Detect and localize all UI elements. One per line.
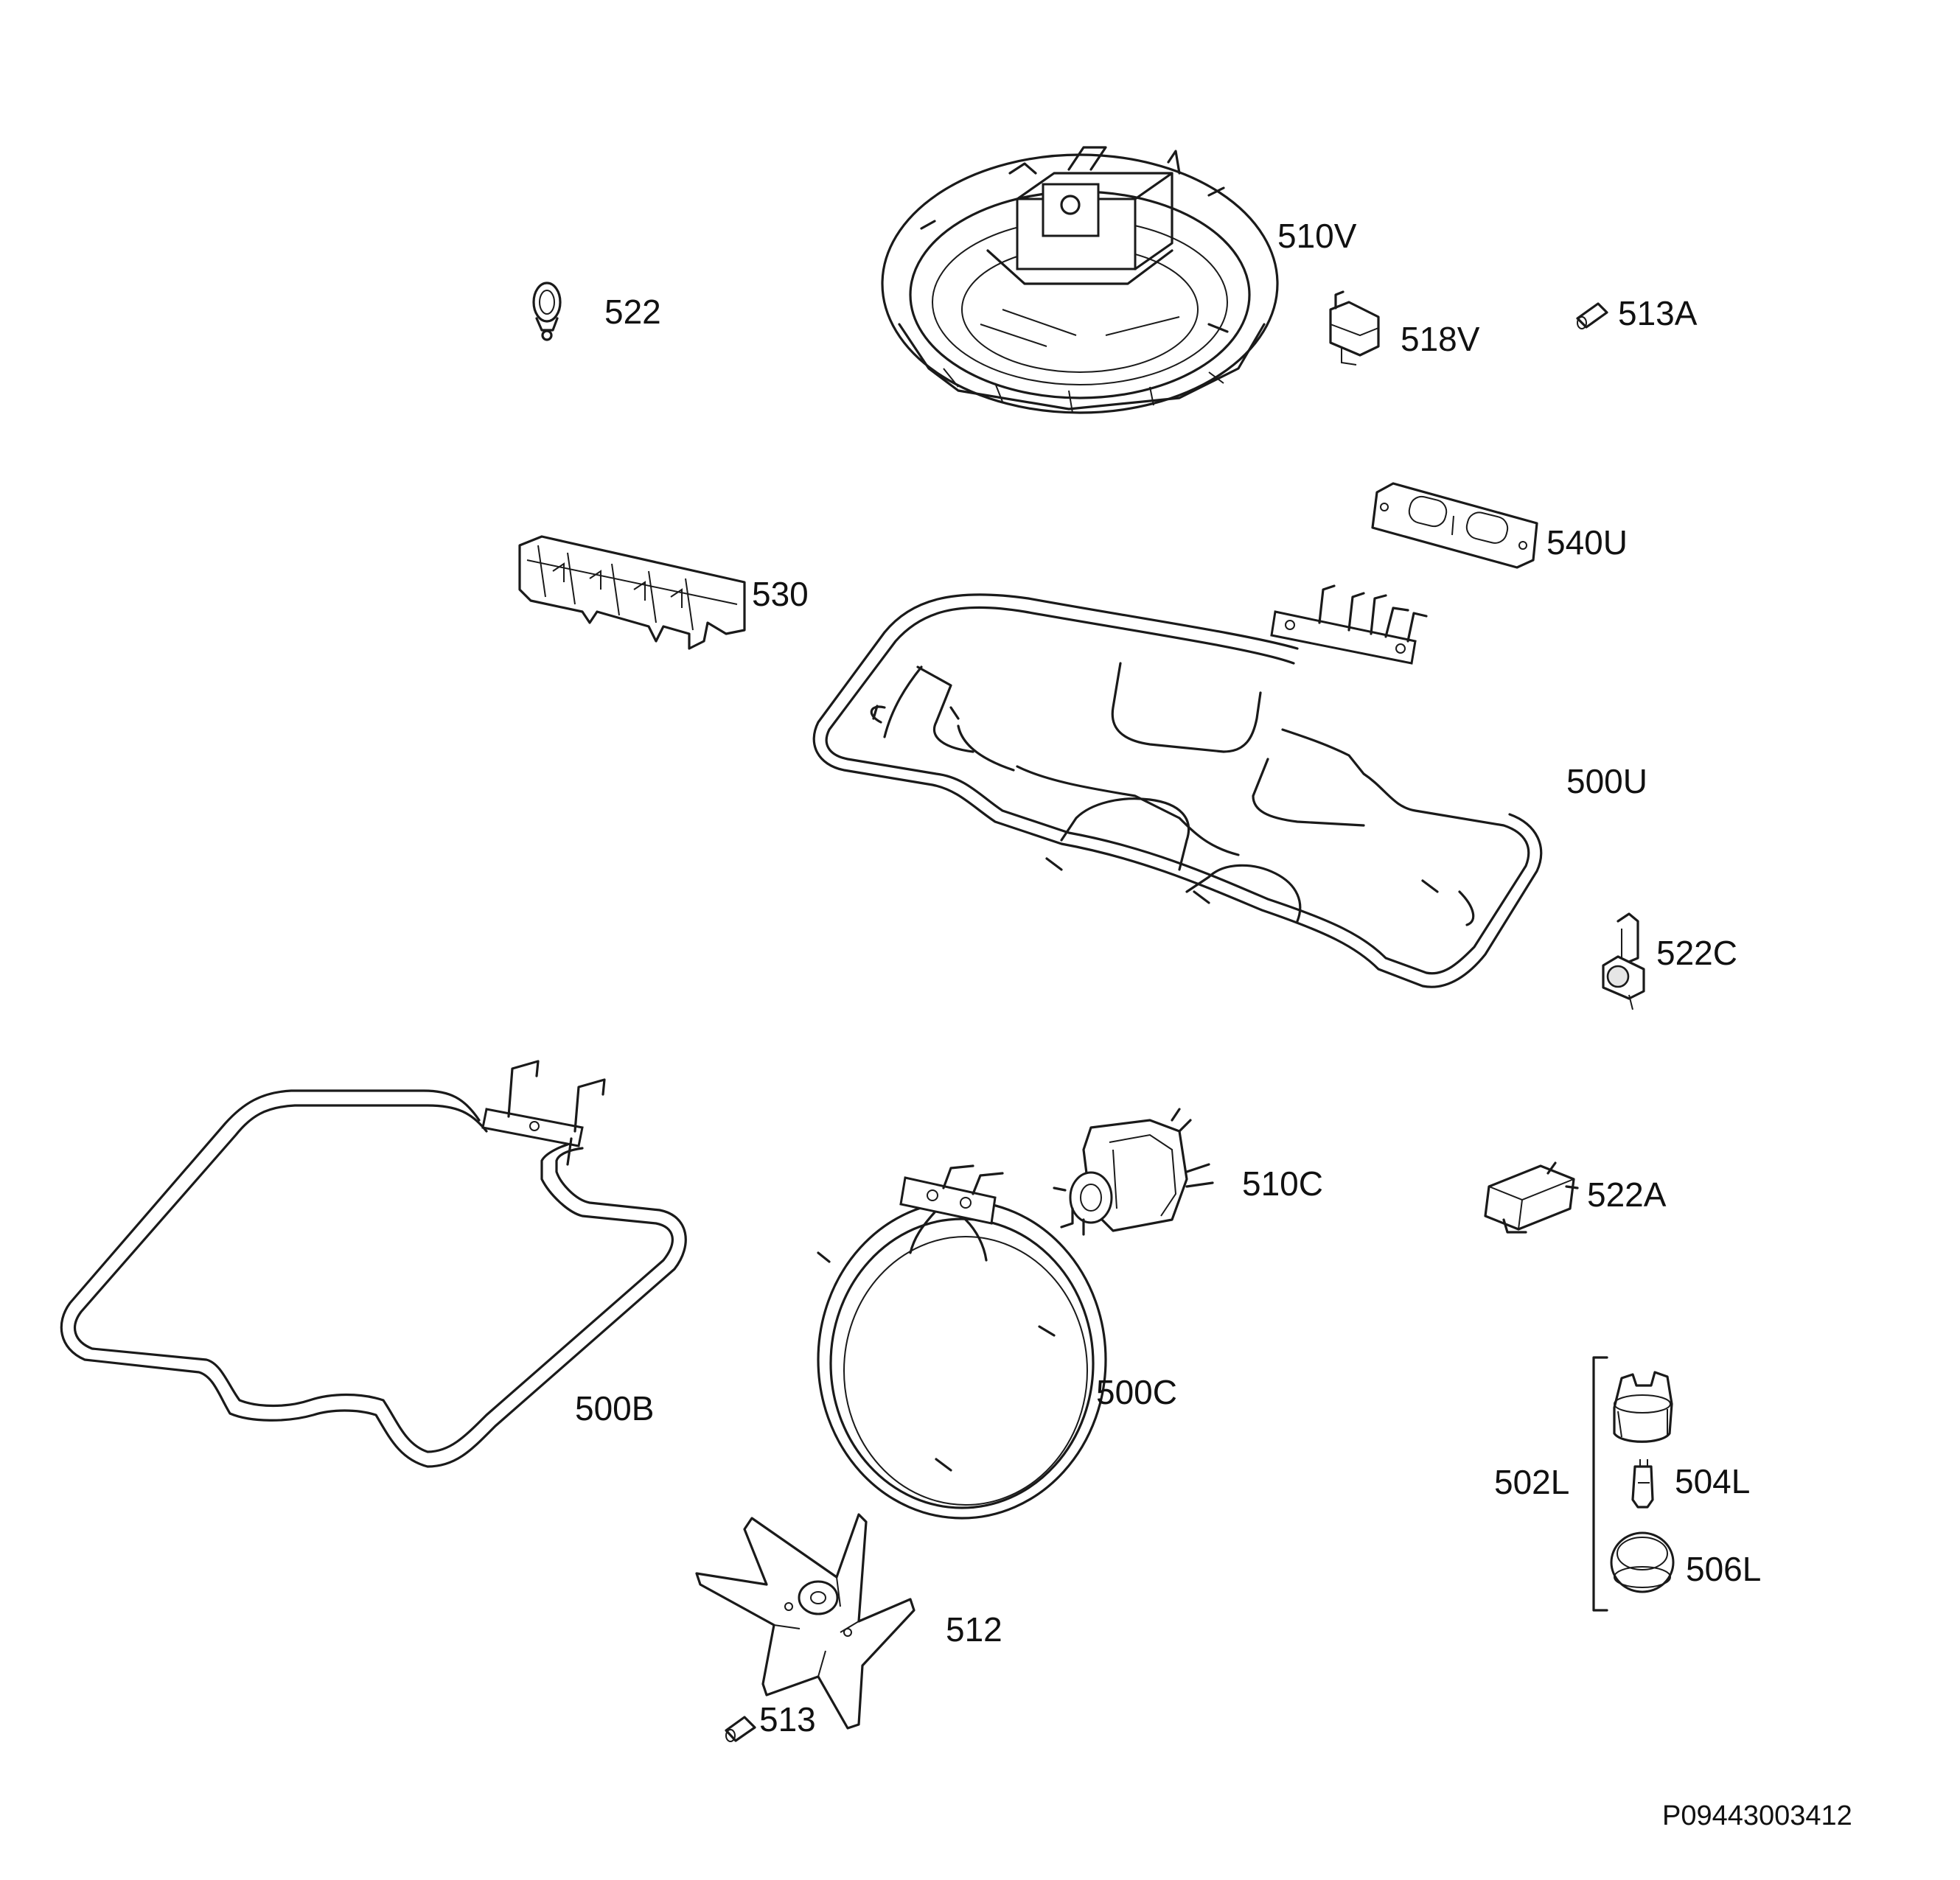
label-504L: 504L (1675, 1462, 1751, 1500)
diagram-code: P09443003412 (1662, 1800, 1852, 1831)
label-510V: 510V (1277, 217, 1357, 255)
part-513A-screw-drawing (1576, 302, 1608, 329)
part-500B-bottom-element-drawing (60, 1060, 687, 1468)
label-506L: 506L (1686, 1550, 1762, 1588)
part-522C-switch-drawing (1602, 912, 1645, 1010)
label-530: 530 (752, 575, 809, 613)
label-510C: 510C (1242, 1164, 1323, 1203)
part-502L-lamp-assembly-drawing (1592, 1356, 1675, 1612)
label-518V: 518V (1401, 320, 1480, 358)
label-522C: 522C (1656, 934, 1737, 972)
label-512: 512 (946, 1610, 1002, 1649)
label-500B: 500B (575, 1389, 655, 1428)
part-530-terminal-block-drawing (518, 535, 746, 650)
label-513A: 513A (1618, 294, 1698, 332)
label-513: 513 (759, 1700, 816, 1739)
part-512-fan-blade-drawing (695, 1513, 916, 1730)
part-522-clamp-drawing (532, 282, 562, 341)
label-522A: 522A (1587, 1175, 1667, 1214)
label-500U: 500U (1566, 762, 1647, 800)
label-502L: 502L (1494, 1463, 1570, 1501)
part-518V-thermostat-drawing (1329, 290, 1380, 366)
part-500C-circular-element-drawing (817, 1164, 1107, 1520)
part-522A-plug-drawing (1484, 1161, 1579, 1234)
part-510V-fan-motor-drawing (881, 146, 1279, 414)
label-522: 522 (604, 293, 661, 331)
part-510C-convection-motor-drawing (1053, 1108, 1214, 1236)
part-500U-top-element-drawing (812, 584, 1543, 988)
part-540U-plate-drawing (1371, 482, 1538, 569)
label-540U: 540U (1546, 523, 1628, 562)
label-500C: 500C (1096, 1373, 1177, 1411)
part-513-screw-drawing (725, 1716, 756, 1742)
